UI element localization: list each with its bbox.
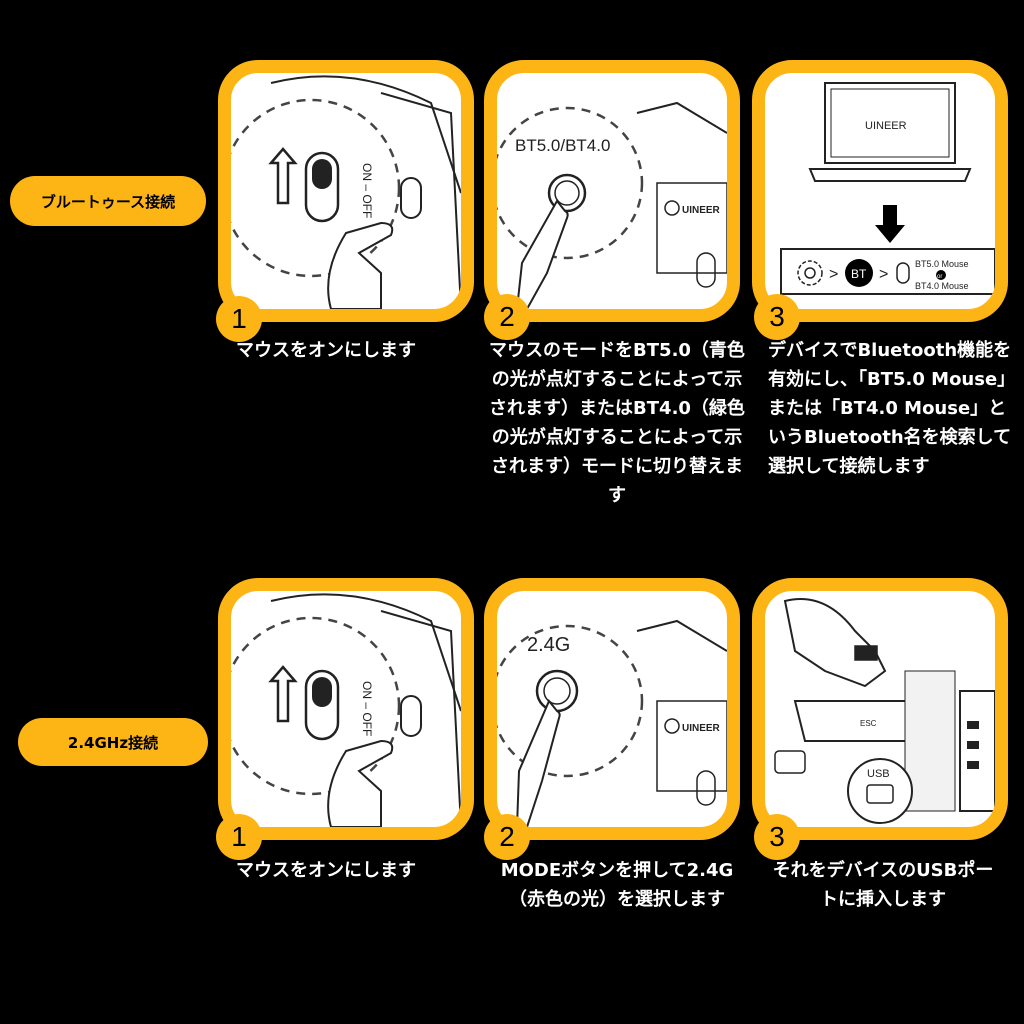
bt-step3-caption: デバイスでBluetooth機能を有効にし、「BT5.0 Mouse」または「B…: [768, 340, 1016, 477]
svg-text:BT5.0 Mouse: BT5.0 Mouse: [915, 259, 969, 269]
mouse-icon: [896, 262, 910, 284]
bt-step1-caption: マウスをオンにします: [236, 340, 416, 361]
24-step2-illustration: UINEER 2.4G: [484, 578, 740, 840]
24-step3-illustration: ESC USB: [752, 578, 1008, 840]
mode-button-icon: [535, 669, 579, 713]
24-step2-caption: MODEボタンを押して2.4G（赤色の光）を選択します: [500, 860, 734, 910]
label-plate: [656, 182, 727, 274]
switch-label: ON – OFF: [360, 163, 374, 218]
mouse-button-icon: [400, 177, 422, 219]
finger-icon: [327, 739, 394, 827]
24-step1-caption: マウスをオンにします: [236, 860, 416, 881]
section-label-24ghz: 2.4GHz接続: [18, 718, 208, 766]
bluetooth-badge-icon: [845, 259, 873, 287]
bt-step2-illustration: UINEER BT5.0/BT4.0: [484, 60, 740, 322]
bt-step1-illustration: ON – OFF: [218, 60, 474, 322]
24-step3-number: 3: [754, 814, 800, 860]
svg-text:>: >: [829, 266, 838, 283]
finger-icon: [327, 221, 394, 309]
bt-step1-number: 1: [216, 296, 262, 342]
bt-step2-caption: マウスのモードをBT5.0（青色の光が点灯することによって示されます）またはBT…: [489, 340, 745, 506]
svg-text:UINEER: UINEER: [865, 120, 907, 132]
hand-icon: [783, 598, 887, 688]
24-step1-illustration: ON – OFF: [218, 578, 474, 840]
24-step1-number: 1: [216, 814, 262, 860]
up-arrow-icon: [268, 665, 298, 723]
svg-text:UINEER: UINEER: [682, 723, 721, 734]
gear-icon: [797, 260, 823, 286]
laptop-icon: [824, 82, 956, 164]
svg-text:>: >: [879, 266, 888, 283]
finger-icon: [515, 699, 561, 827]
switch-label: ON – OFF: [360, 681, 374, 736]
svg-text:BT4.0 Mouse: BT4.0 Mouse: [915, 281, 969, 291]
usb-icon: [866, 784, 894, 804]
svg-text:BT: BT: [851, 267, 867, 281]
svg-text:or: or: [937, 274, 942, 280]
up-arrow-icon: [268, 147, 298, 205]
bt-step3-number: 3: [754, 294, 800, 340]
mode-label: BT5.0/BT4.0: [515, 136, 610, 155]
usb-label: USB: [867, 768, 890, 780]
down-arrow-icon: [875, 205, 905, 243]
section-label-bluetooth: ブルートゥース接続: [10, 176, 206, 226]
mode-label: 2.4G: [527, 634, 570, 656]
bt-step3-illustration: UINEER > BT > BT5.0 Mouse or BT4.0 Mouse: [752, 60, 1008, 322]
svg-text:ESC: ESC: [860, 719, 877, 728]
bt-step2-number: 2: [484, 294, 530, 340]
usb-dongle-icon: [774, 750, 806, 774]
24-step3-caption: それをデバイスのUSBポートに挿入します: [772, 860, 994, 910]
svg-text:UINEER: UINEER: [682, 205, 721, 216]
24-step2-number: 2: [484, 814, 530, 860]
finger-icon: [515, 199, 569, 309]
